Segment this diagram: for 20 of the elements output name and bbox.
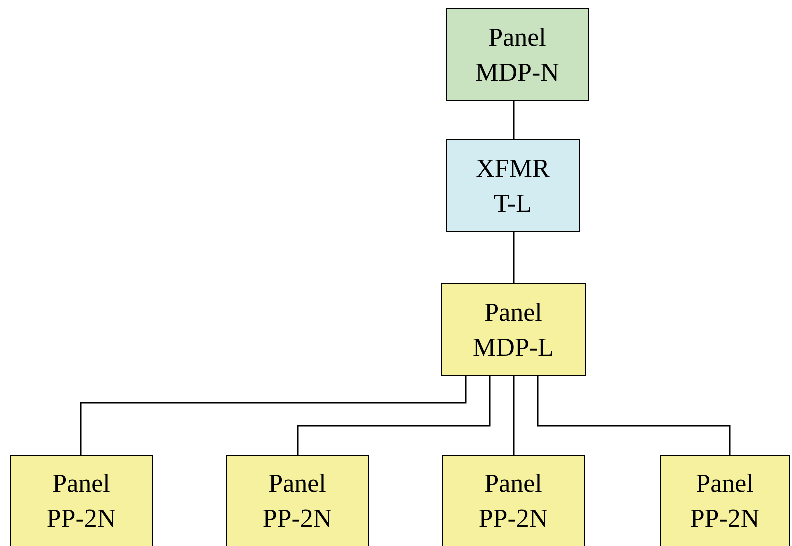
connector-line (297, 376, 491, 455)
panel-label: Panel PP-2N (262, 468, 334, 535)
panel-label: Panel PP-2N (46, 468, 118, 535)
panel-label: Panel MDP-N (474, 22, 560, 88)
connector-line (537, 376, 731, 455)
panel-box (446, 139, 580, 232)
panel-label: Panel MDP-L (472, 296, 555, 364)
connector-line (80, 376, 467, 455)
panel-label: Panel PP-2N (689, 468, 761, 535)
panel-box (660, 455, 790, 546)
connector-line (513, 232, 515, 283)
panel-box (10, 455, 153, 546)
panel-box (441, 283, 586, 376)
panel-label: Panel PP-2N (478, 468, 550, 535)
panel-box (226, 455, 369, 546)
connector-line (513, 101, 515, 139)
connector-line (513, 376, 515, 455)
panel-label: XFMR T-L (475, 152, 551, 220)
panel-box (446, 8, 589, 101)
panel-box (442, 455, 585, 546)
